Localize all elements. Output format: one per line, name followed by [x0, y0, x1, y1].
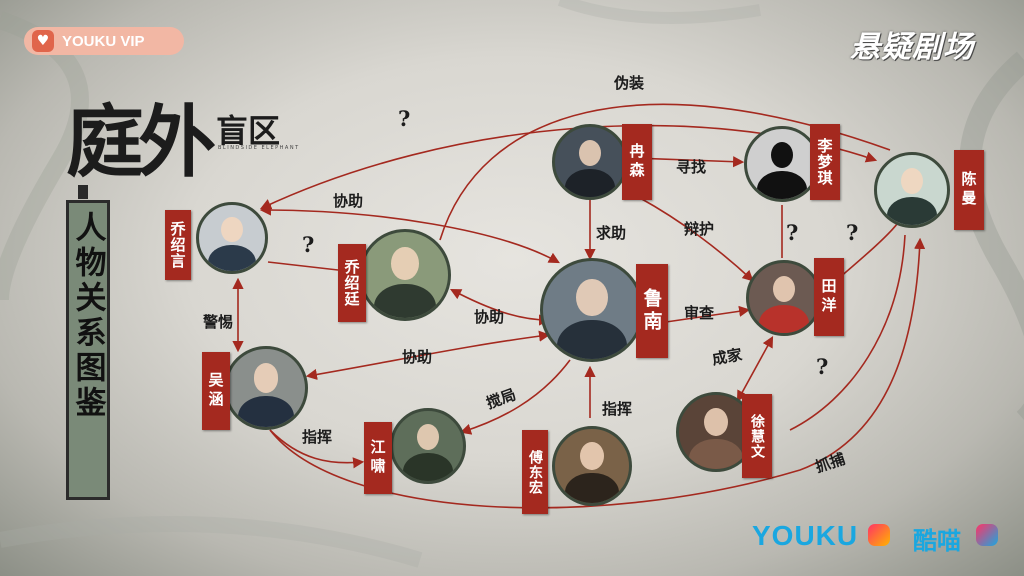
- relation-label: 审查: [684, 302, 714, 323]
- character-name-tag: 李梦琪: [810, 124, 840, 200]
- character-name-tag: 江啸: [364, 422, 392, 494]
- portrait-head: [417, 424, 439, 451]
- relation-label: 伪装: [614, 72, 644, 93]
- character-portrait[interactable]: [540, 258, 644, 362]
- question-mark: ?: [816, 354, 828, 379]
- relation-label: 协助: [402, 346, 432, 367]
- character-portrait[interactable]: [744, 126, 820, 202]
- character-name-tag: 鲁南: [636, 264, 668, 358]
- portrait-body: [557, 320, 628, 362]
- portrait-body: [238, 396, 294, 430]
- question-mark: ?: [398, 106, 410, 131]
- portrait-head: [254, 363, 279, 393]
- portrait-head: [580, 442, 604, 470]
- portrait-body: [757, 171, 807, 202]
- portrait-body: [689, 439, 742, 472]
- portrait-head: [771, 142, 793, 169]
- character-name-tag: 傅东宏: [522, 430, 548, 514]
- character-portrait[interactable]: [874, 152, 950, 228]
- portrait-head: [576, 279, 607, 316]
- character-portrait[interactable]: [224, 346, 308, 430]
- relation-label: 警惕: [203, 311, 233, 332]
- question-mark: ?: [846, 220, 858, 245]
- character-portrait[interactable]: [359, 229, 451, 321]
- character-name-tag: 陈曼: [954, 150, 984, 230]
- character-name-tag: 田洋: [814, 258, 844, 336]
- relation-label: 协助: [333, 190, 363, 211]
- youku-logo-text: YOUKU: [752, 520, 858, 551]
- portrait-head: [773, 276, 795, 303]
- youku-play-icon: [868, 524, 890, 546]
- portrait-body: [887, 197, 937, 228]
- portrait-body: [565, 169, 615, 200]
- portrait-head: [391, 247, 419, 280]
- question-mark: ?: [786, 220, 798, 245]
- character-portrait[interactable]: [390, 408, 466, 484]
- kumiao-logo: 酷喵: [913, 521, 961, 556]
- youku-logo: YOUKU: [752, 520, 858, 552]
- character-name-tag: 乔绍廷: [338, 244, 366, 322]
- question-mark: ?: [302, 232, 314, 257]
- portrait-body: [208, 245, 256, 274]
- relation-label: 寻找: [676, 156, 706, 177]
- relation-label: 求助: [596, 222, 626, 243]
- character-portrait[interactable]: [196, 202, 268, 274]
- character-name-tag: 吴涵: [202, 352, 230, 430]
- character-portrait[interactable]: [552, 124, 628, 200]
- character-name-tag: 徐慧文: [742, 394, 772, 478]
- character-portrait[interactable]: [746, 260, 822, 336]
- relation-label: 协助: [474, 306, 504, 327]
- character-portrait[interactable]: [552, 426, 632, 506]
- portrait-head: [901, 168, 923, 195]
- edge-qiao-siblings: [268, 262, 338, 270]
- character-name-tag: 冉森: [622, 124, 652, 200]
- character-name-tag: 乔绍言: [165, 210, 191, 280]
- relation-label: 辩护: [684, 218, 714, 239]
- portrait-body: [403, 453, 453, 484]
- kumiao-play-icon: [976, 524, 998, 546]
- relation-label: 指挥: [302, 426, 332, 447]
- portrait-body: [565, 473, 618, 506]
- edge-marriage: [738, 338, 772, 400]
- portrait-head: [579, 140, 601, 167]
- portrait-body: [759, 305, 809, 336]
- relation-label: 指挥: [602, 398, 632, 419]
- portrait-body: [374, 284, 436, 321]
- portrait-head: [221, 217, 242, 242]
- portrait-head: [704, 408, 728, 436]
